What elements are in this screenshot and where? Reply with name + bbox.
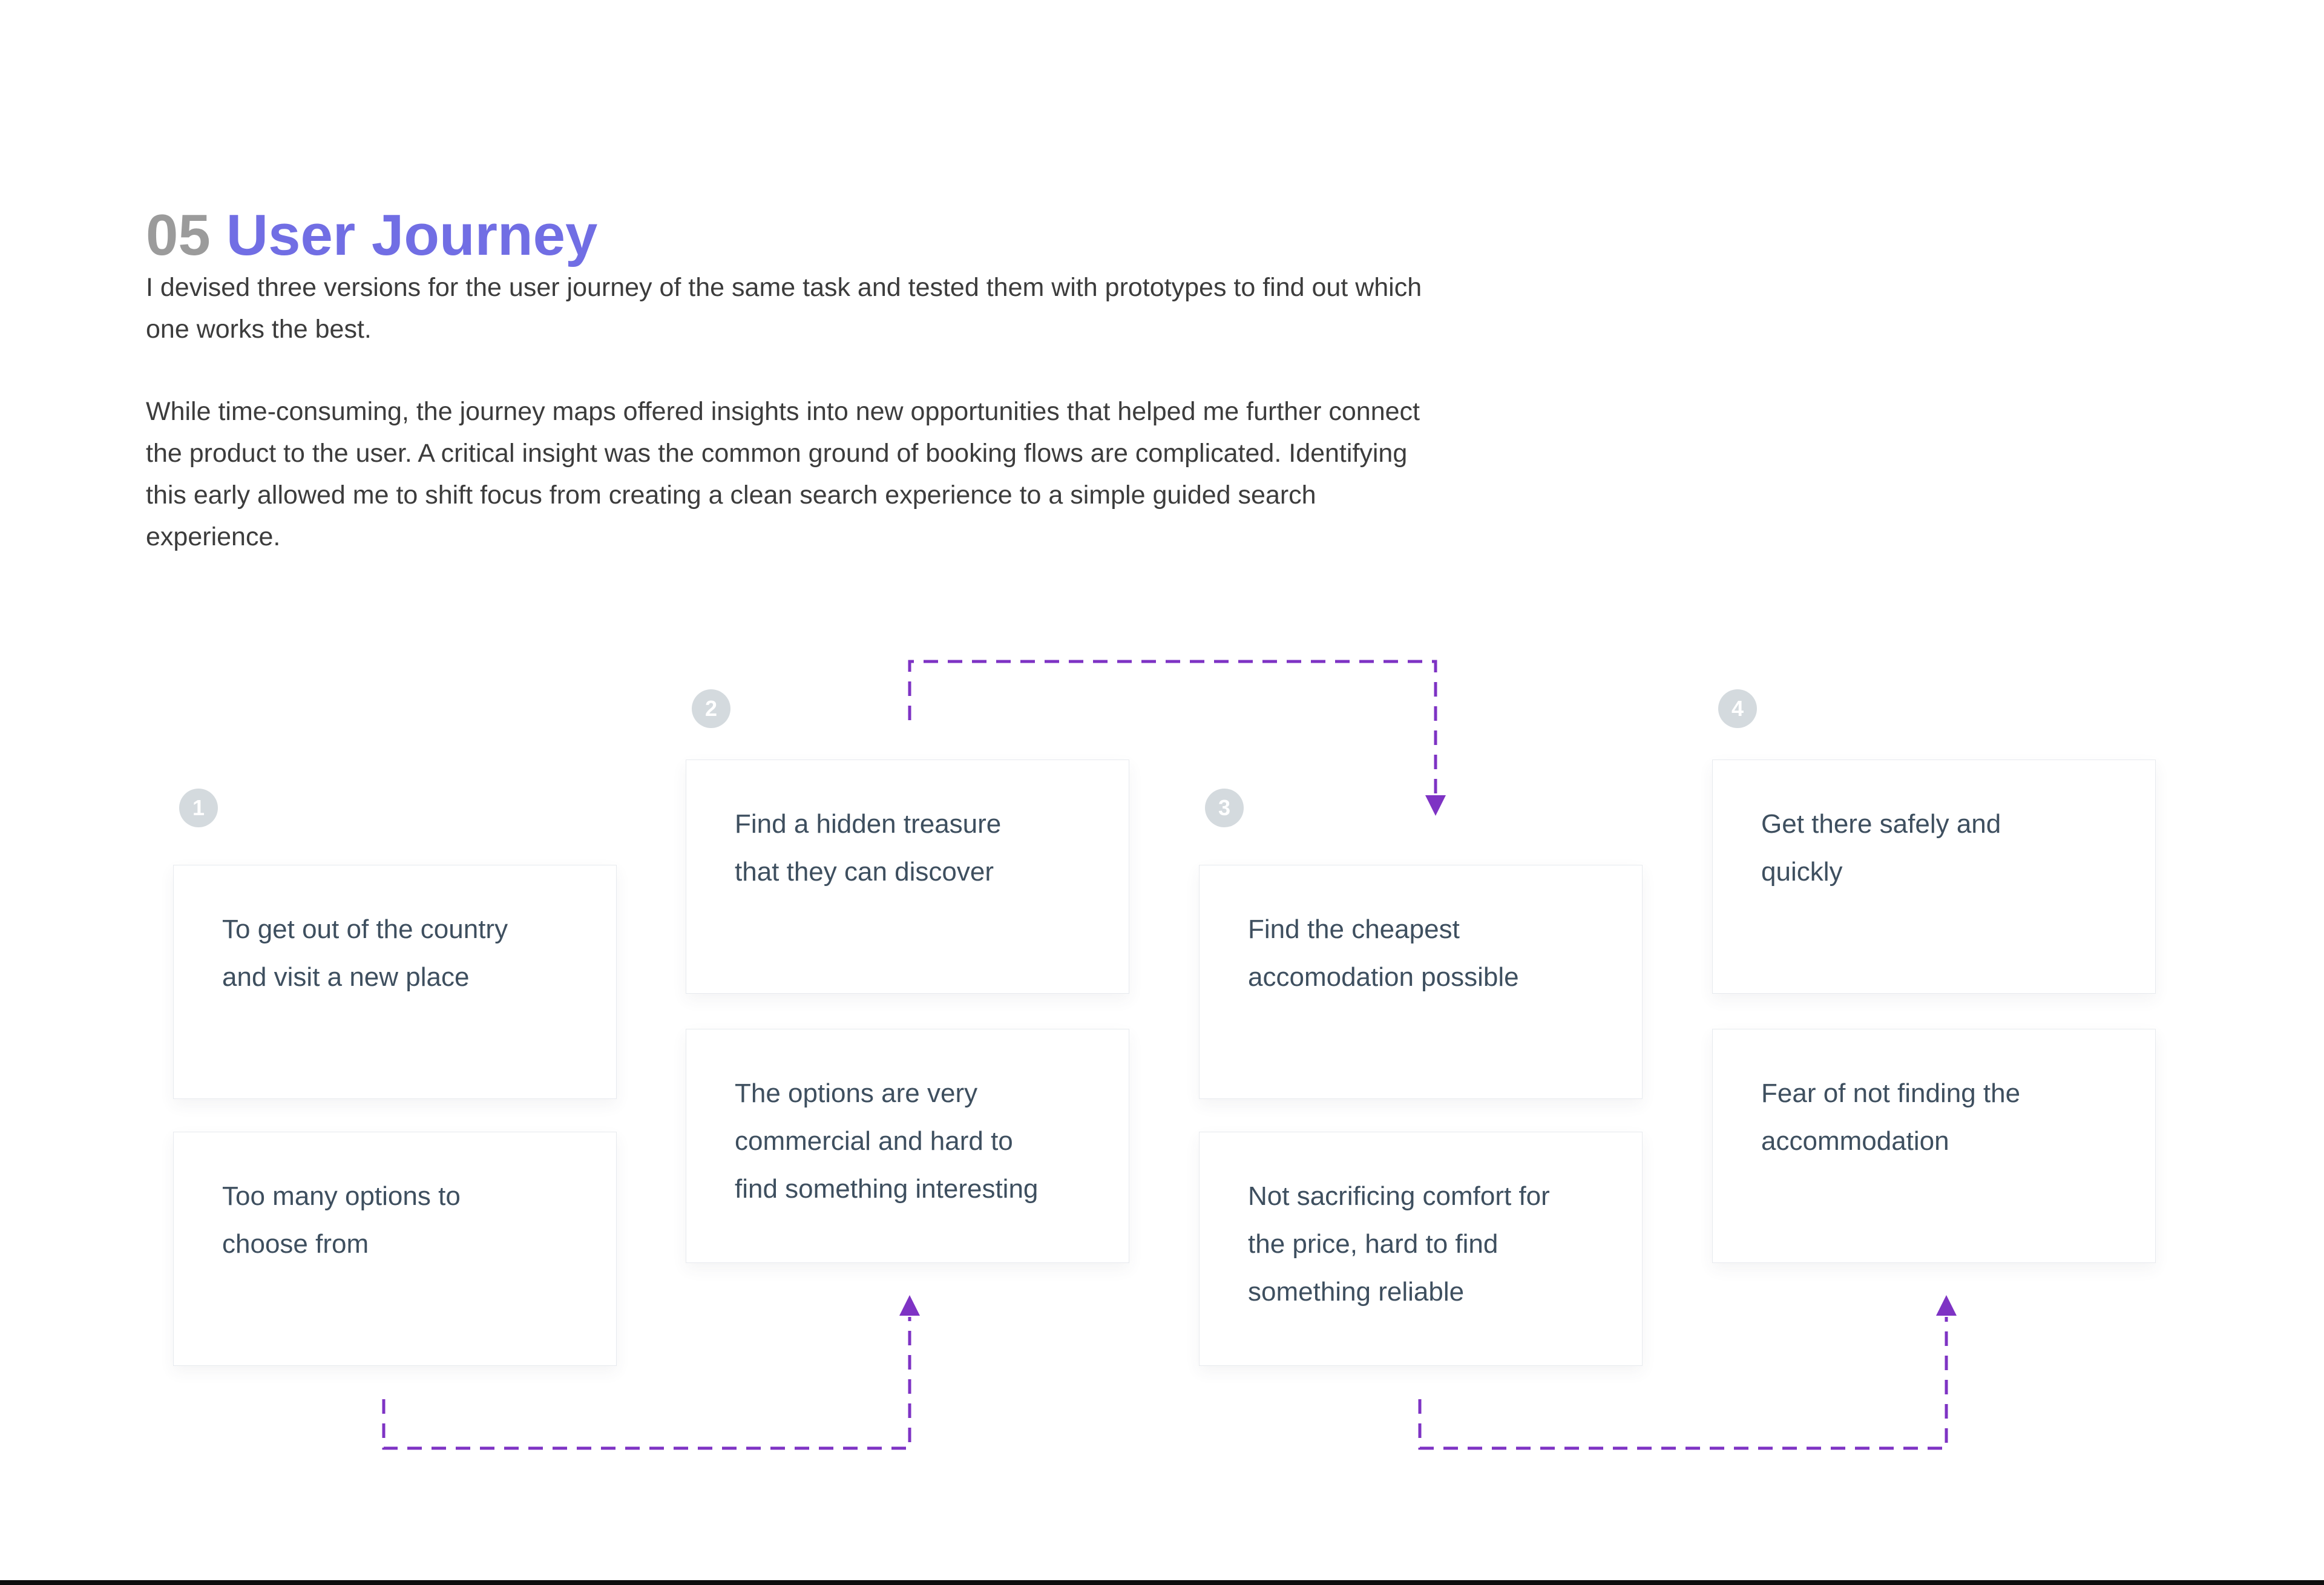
intro-paragraph-2: While time-consuming, the journey maps o… [146,397,1420,551]
goal-card-step-3: Find the cheapest accomodation possible [1199,865,1643,1099]
intro-text: I devised three versions for the user jo… [146,267,1429,599]
arrow-up-icon [899,1295,920,1316]
arrow-up-icon [1936,1295,1957,1316]
goal-card-step-4: Get there safely and quickly [1712,760,2156,994]
intro-paragraph-1: I devised three versions for the user jo… [146,273,1422,344]
pain-card-step-4: Fear of not finding the accommodation [1712,1029,2156,1263]
goal-card-step-1: To get out of the country and visit a ne… [173,865,617,1099]
goal-card-step-2: Find a hidden treasure that they can dis… [686,760,1129,994]
step-badge-4: 4 [1718,689,1757,728]
step-badge-1: 1 [179,789,218,827]
arrow-down-icon [1425,795,1446,816]
pain-card-step-2: The options are very commercial and hard… [686,1029,1129,1263]
step-badge-2: 2 [692,689,730,728]
step-badge-3: 3 [1205,789,1244,827]
pain-card-step-1: Too many options to choose from [173,1132,617,1366]
section-number: 05 [146,203,211,268]
section-heading: User Journey [226,203,598,268]
page-bottom-edge [0,1580,2324,1585]
pain-card-step-3: Not sacrificing comfort for the price, h… [1199,1132,1643,1366]
